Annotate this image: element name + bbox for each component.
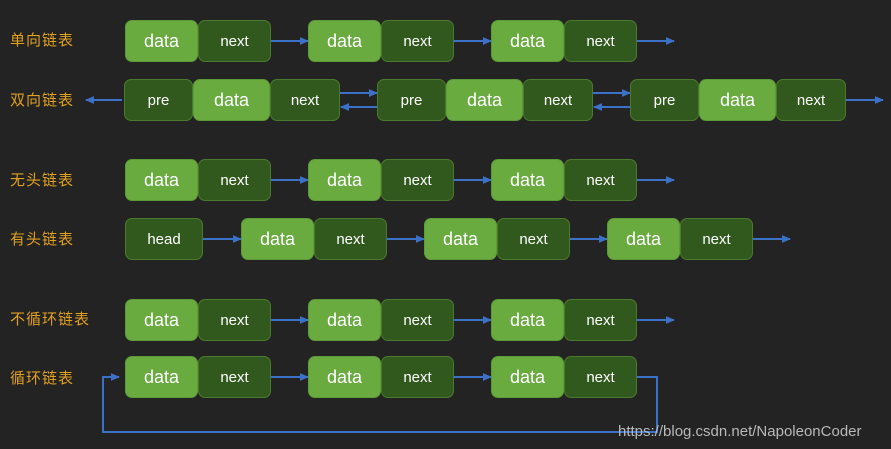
node-headed-1: data next	[241, 218, 387, 260]
cell-next: next	[564, 159, 637, 201]
node-non-circular-2: data next	[308, 299, 454, 341]
cell-data: data	[491, 299, 564, 341]
node-headless-1: data next	[125, 159, 271, 201]
cell-data: data	[607, 218, 680, 260]
cell-data: data	[241, 218, 314, 260]
cell-next: next	[523, 79, 593, 121]
cell-next: next	[564, 356, 637, 398]
node-headless-3: data next	[491, 159, 637, 201]
row-label-headless: 无头链表	[10, 172, 75, 189]
node-circular-2: data next	[308, 356, 454, 398]
cell-data: data	[308, 159, 381, 201]
cell-next: next	[270, 79, 340, 121]
node-circular-1: data next	[125, 356, 271, 398]
cell-next: next	[198, 299, 271, 341]
cell-next: next	[776, 79, 846, 121]
cell-next: next	[381, 20, 454, 62]
cell-next: next	[564, 299, 637, 341]
cell-data: data	[491, 20, 564, 62]
cell-next: next	[314, 218, 387, 260]
cell-next: next	[381, 356, 454, 398]
cell-next: next	[198, 20, 271, 62]
cell-data: data	[308, 299, 381, 341]
node-doubly-1: pre data next	[124, 79, 340, 121]
row-label-doubly: 双向链表	[10, 92, 75, 109]
cell-next: next	[198, 159, 271, 201]
node-head: head	[125, 218, 203, 260]
node-headed-2: data next	[424, 218, 570, 260]
cell-next: next	[381, 299, 454, 341]
node-doubly-3: pre data next	[630, 79, 846, 121]
cell-next: next	[564, 20, 637, 62]
cell-data: data	[125, 20, 198, 62]
cell-data: data	[125, 299, 198, 341]
cell-data: data	[699, 79, 776, 121]
node-headless-2: data next	[308, 159, 454, 201]
row-label-circular: 循环链表	[10, 370, 75, 387]
cell-data: data	[308, 356, 381, 398]
node-singly-3: data next	[491, 20, 637, 62]
cell-data: data	[193, 79, 270, 121]
cell-pre: pre	[124, 79, 193, 121]
cell-next: next	[198, 356, 271, 398]
node-circular-3: data next	[491, 356, 637, 398]
row-label-headed: 有头链表	[10, 231, 75, 248]
cell-data: data	[491, 159, 564, 201]
watermark-text: https://blog.csdn.net/NapoleonCoder	[618, 423, 862, 440]
cell-next: next	[680, 218, 753, 260]
cell-data: data	[125, 159, 198, 201]
cell-next: next	[497, 218, 570, 260]
cell-data: data	[125, 356, 198, 398]
cell-data: data	[446, 79, 523, 121]
row-label-singly: 单向链表	[10, 32, 75, 49]
cell-data: data	[491, 356, 564, 398]
cell-data: data	[424, 218, 497, 260]
cell-next: next	[381, 159, 454, 201]
cell-pre: pre	[630, 79, 699, 121]
row-label-non-circular: 不循环链表	[10, 311, 91, 328]
node-doubly-2: pre data next	[377, 79, 593, 121]
node-singly-2: data next	[308, 20, 454, 62]
cell-data: data	[308, 20, 381, 62]
node-non-circular-1: data next	[125, 299, 271, 341]
node-non-circular-3: data next	[491, 299, 637, 341]
cell-pre: pre	[377, 79, 446, 121]
node-singly-1: data next	[125, 20, 271, 62]
cell-head: head	[125, 218, 203, 260]
node-headed-3: data next	[607, 218, 753, 260]
